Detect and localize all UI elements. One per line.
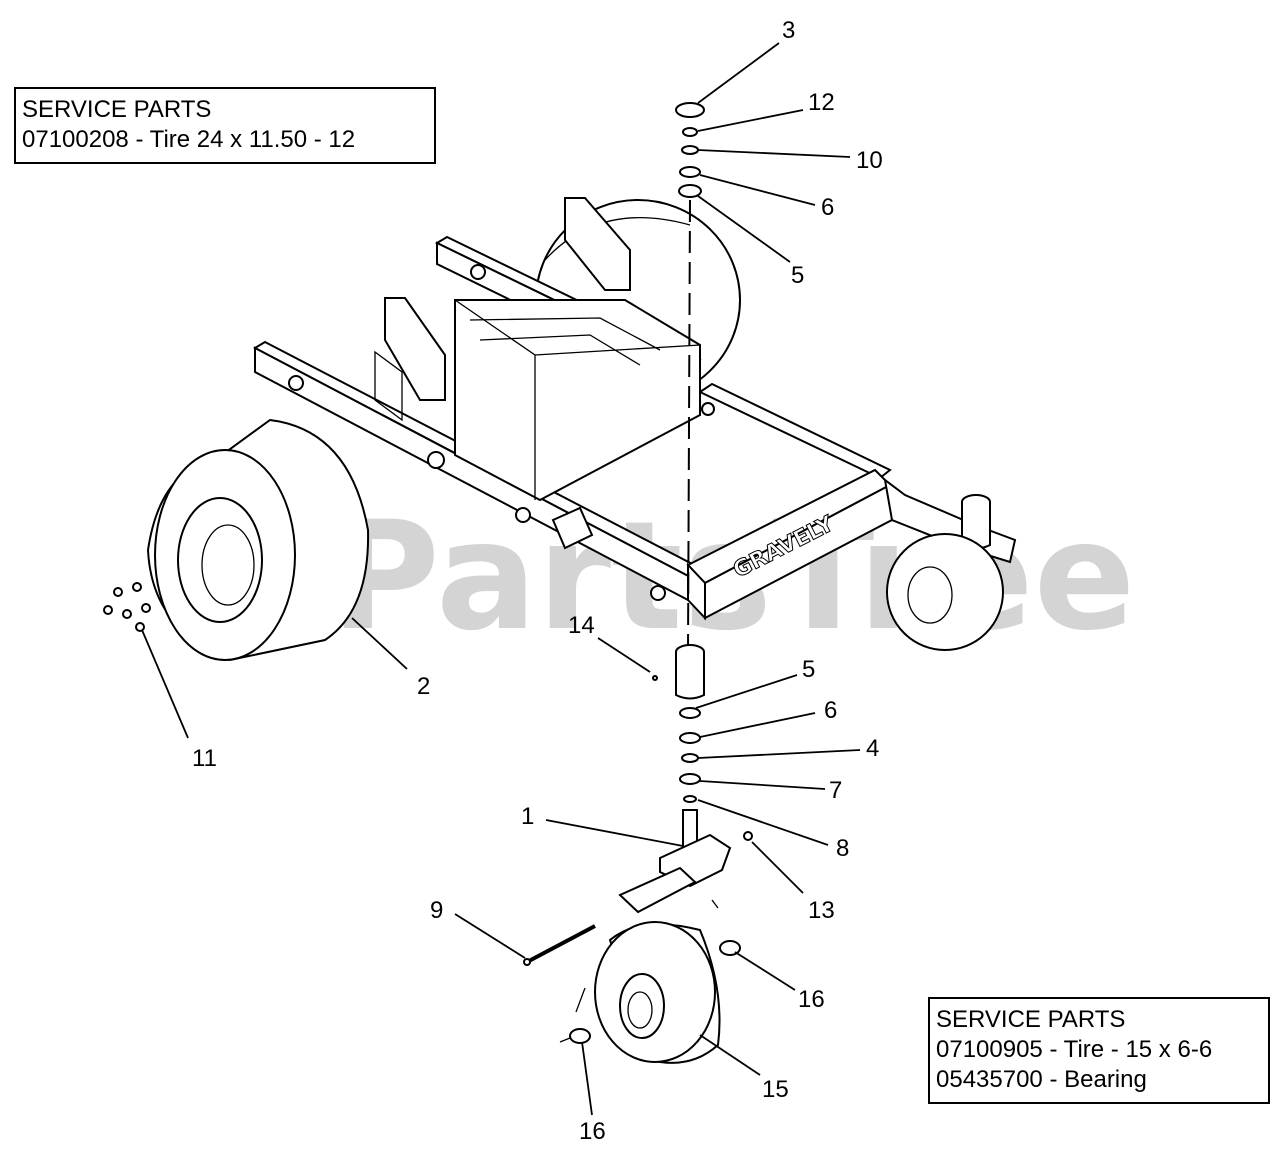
- callout-1: 1: [521, 803, 534, 830]
- callout-9: 9: [430, 897, 443, 924]
- callout-11: 11: [192, 745, 217, 772]
- callout-3: 3: [782, 17, 795, 44]
- callout-14: 14: [568, 612, 595, 639]
- callout-7: 7: [829, 777, 842, 804]
- service-parts-heading: SERVICE PARTS: [22, 96, 212, 123]
- callout-8: 8: [836, 835, 849, 862]
- caster-stack-top: [675, 102, 705, 198]
- service-parts-heading: SERVICE PARTS: [936, 1006, 1126, 1033]
- bearing-left: [569, 1028, 591, 1044]
- bearing-right: [719, 940, 741, 956]
- callout-16-lower: 16: [579, 1118, 606, 1145]
- service-parts-box-rear: SERVICE PARTS 07100208 - Tire 24 x 11.50…: [14, 87, 436, 164]
- axle-bolt: [523, 924, 596, 966]
- callout-5-lower: 5: [802, 656, 815, 683]
- front-caster-wheel: [594, 921, 721, 1064]
- callout-16: 16: [798, 986, 825, 1013]
- rear-tire-left: [146, 418, 370, 662]
- assembly-axis-line: [687, 199, 691, 653]
- callout-numbers: 3 12 10 6 5 2 11 14 5 6 4 7 1 8 13 9 16 …: [192, 17, 883, 1145]
- callout-15: 15: [762, 1076, 789, 1103]
- callout-2: 2: [417, 673, 430, 700]
- service-part-item: 07100905 - Tire - 15 x 6-6: [936, 1036, 1213, 1063]
- callout-6: 6: [821, 194, 834, 221]
- grease-fitting: [652, 675, 658, 681]
- callout-leaders: [141, 42, 861, 1116]
- service-parts-box-front: SERVICE PARTS 07100905 - Tire - 15 x 6-6…: [928, 997, 1270, 1104]
- callout-13: 13: [808, 897, 835, 924]
- callout-10: 10: [856, 147, 883, 174]
- service-part-item: 07100208 - Tire 24 x 11.50 - 12: [22, 126, 356, 153]
- callout-4: 4: [866, 735, 879, 762]
- caster-stack-bottom: [652, 644, 705, 803]
- service-part-item: 05435700 - Bearing: [936, 1066, 1147, 1093]
- callout-6-lower: 6: [824, 697, 837, 724]
- lug-nuts: [103, 582, 151, 632]
- callout-5: 5: [791, 262, 804, 289]
- caster-fork: [618, 809, 753, 914]
- mower-frame: GRAVELY: [252, 197, 1017, 621]
- callout-12: 12: [808, 89, 835, 116]
- front-caster-wheel-right: [886, 533, 1004, 651]
